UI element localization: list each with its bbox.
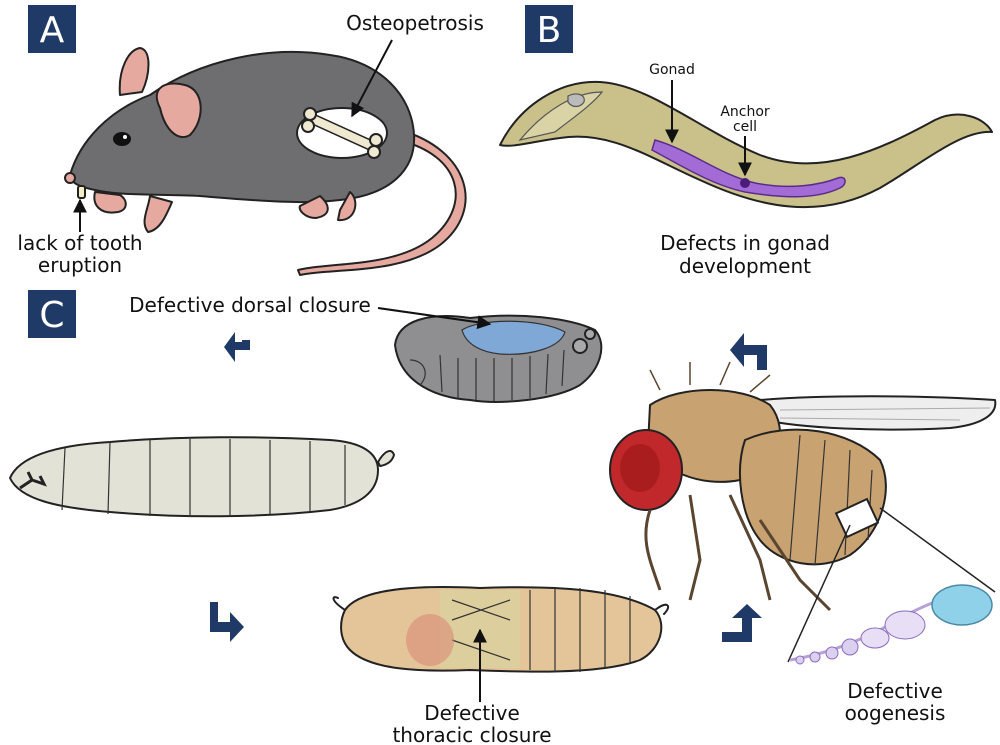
- panel-letter-a: A: [40, 10, 65, 51]
- osteopetrosis-label: Osteopetrosis: [346, 11, 484, 35]
- tooth-label-line2: eruption: [38, 253, 122, 277]
- mouse-ear-back: [118, 47, 150, 96]
- bone-icon: [301, 107, 383, 159]
- worm-body: [499, 80, 993, 209]
- embryo-illustration: [394, 314, 603, 403]
- mouse-incisor: [77, 185, 86, 199]
- fly-wing: [759, 395, 997, 431]
- oogenesis-label-line2: oogenesis: [845, 701, 946, 725]
- anchor-label-line2: cell: [733, 119, 757, 135]
- ovary-highlight: [834, 497, 880, 539]
- panel-letter-b: B: [537, 10, 562, 51]
- panel-label-c: C: [28, 290, 76, 338]
- pupa-tissue: [406, 614, 454, 666]
- mouse-hind-foot: [337, 191, 357, 222]
- cycle-arrow-adult-to-embryo: [730, 333, 767, 370]
- worm-pharynx-bulb: [567, 93, 585, 108]
- mouse-tail: [297, 129, 467, 276]
- larva-illustration: [9, 436, 395, 518]
- pupa-illustration: [332, 586, 670, 673]
- thoracic-closure-line1: Defective: [424, 701, 520, 725]
- mouse-nose: [64, 172, 76, 184]
- cycle-arrow-pupa-to-adult: [722, 604, 762, 642]
- mouse-illustration: Osteopetrosis lack of tooth eruption: [17, 11, 484, 277]
- osteopetrosis-arrow: [351, 39, 393, 118]
- dorsal-closure-arrow: [377, 307, 492, 330]
- dorsal-opening: [461, 320, 566, 355]
- mouse-front-leg: [143, 195, 173, 233]
- cycle-arrow-larva-to-pupa: [210, 602, 244, 642]
- fly-life-cycle: Defective dorsal closure Defective thora…: [9, 293, 997, 745]
- gonad-defect-line1: Defects in gonad: [660, 231, 830, 255]
- mouse-eye: [113, 132, 131, 146]
- worm-illustration: Gonad Anchor cell Defects in gonad devel…: [499, 62, 993, 278]
- mouse-front-paw: [93, 191, 127, 214]
- gonad-label: Gonad: [649, 62, 695, 78]
- cycle-arrow-embryo-to-larva: [224, 332, 250, 362]
- panel-label-a: A: [28, 5, 76, 53]
- anchor-label-line1: Anchor: [720, 104, 770, 120]
- mouse-ear-front: [155, 82, 202, 138]
- panel-label-b: B: [525, 5, 573, 53]
- anchor-cell: [740, 178, 750, 188]
- mouse-hind-leg: [298, 195, 329, 219]
- oogenesis-label-line1: Defective: [847, 679, 943, 703]
- ovariole-illustration: [789, 584, 993, 665]
- fly-legs: [644, 494, 832, 612]
- panel-letter-c: C: [39, 295, 64, 336]
- fly-abdomen: [739, 428, 887, 566]
- oocyte: [931, 584, 993, 626]
- gonad-defect-line2: development: [679, 254, 811, 278]
- thoracic-closure-line2: thoracic closure: [392, 723, 551, 745]
- dorsal-closure-label: Defective dorsal closure: [129, 293, 371, 317]
- tooth-label-line1: lack of tooth: [17, 231, 142, 255]
- adult-fly-illustration: [609, 361, 997, 663]
